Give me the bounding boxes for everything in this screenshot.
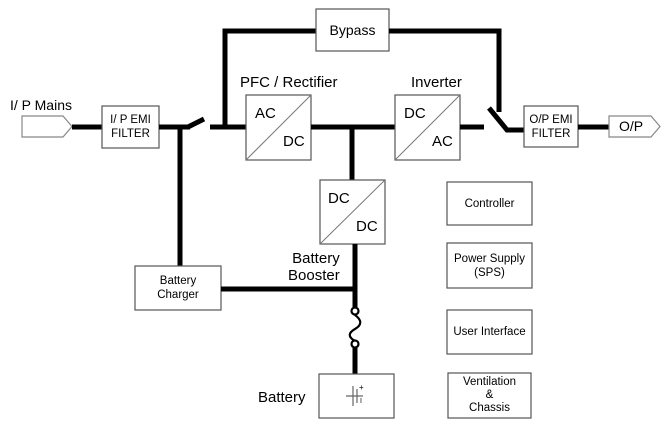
op-arrow <box>608 115 661 138</box>
user-interface-line-1: User Interface <box>453 326 526 338</box>
controller-line-1: Controller <box>464 197 515 210</box>
output-switch <box>487 106 524 133</box>
wire-bypass-right <box>389 28 502 112</box>
battery-charger-box <box>134 265 222 311</box>
pfc-diagonal <box>245 94 312 161</box>
user-interface-box <box>446 309 533 355</box>
ip-emi-line-1: I/ P EMI <box>110 114 151 126</box>
op-emi-filter-box <box>523 105 579 148</box>
op-emi-line-1: O/P EMI <box>529 113 573 126</box>
bypass-box <box>315 8 390 52</box>
ip-emi-filter-label: I/ P EMI FILTER <box>102 106 159 148</box>
inverter-ac-label: AC <box>432 133 453 150</box>
wire-bypass-left <box>222 28 316 127</box>
bypass-label: Bypass <box>329 22 376 38</box>
pfc-dc-label: DC <box>283 133 305 150</box>
ventilation-chassis-label: Ventilation & Chassis <box>448 373 531 418</box>
controller-label: Controller <box>447 182 532 225</box>
op-emi-line-2: FILTER <box>531 127 571 140</box>
fuse-icon <box>348 314 362 342</box>
battery-label: Battery <box>258 389 306 406</box>
power-supply-label: Power Supply (SPS) <box>447 243 532 288</box>
dc-dc-diagonal <box>319 179 386 245</box>
controller-box <box>446 181 533 226</box>
battery-plus-sign: + <box>359 383 364 392</box>
fuse-terminal-top <box>350 306 360 316</box>
battery-minus-sign: I <box>360 398 362 405</box>
power-supply-box <box>446 242 533 289</box>
inverter-dc-label: DC <box>404 105 426 122</box>
battery-charger-line-2: Charger <box>157 289 199 301</box>
fuse-terminal-bottom <box>350 339 360 349</box>
input-switch <box>186 116 206 130</box>
op-emi-filter-label: O/P EMI FILTER <box>524 106 578 147</box>
dc-dc-top-label: DC <box>328 190 350 207</box>
op-label: O/P <box>619 118 644 134</box>
battery-charger-label: Battery Charger <box>135 266 221 310</box>
ip-mains-arrow <box>21 115 73 138</box>
ventilation-line-1: Ventilation <box>462 376 517 388</box>
power-supply-line-2: (SPS) <box>474 266 505 279</box>
dc-dc-bottom-label: DC <box>356 218 378 235</box>
battery-booster-line-1: Battery <box>292 250 340 267</box>
pfc-ac-label: AC <box>255 105 276 122</box>
ventilation-chassis-box <box>447 372 532 419</box>
inverter-title: Inverter <box>411 74 462 91</box>
pfc-rectifier-title: PFC / Rectifier <box>240 74 338 91</box>
ventilation-line-2: & <box>485 389 494 401</box>
ventilation-line-3: Chassis <box>469 402 510 414</box>
power-supply-line-1: Power Supply <box>454 252 525 265</box>
inverter-diagonal <box>394 94 461 161</box>
battery-booster-label: Battery Booster <box>288 250 340 284</box>
battery-booster-line-2: Booster <box>288 267 340 284</box>
user-interface-label: User Interface <box>447 310 532 354</box>
battery-charger-line-1: Battery <box>159 275 197 287</box>
ip-emi-line-2: FILTER <box>111 128 150 140</box>
ip-mains-label: I/ P Mains <box>10 97 72 113</box>
